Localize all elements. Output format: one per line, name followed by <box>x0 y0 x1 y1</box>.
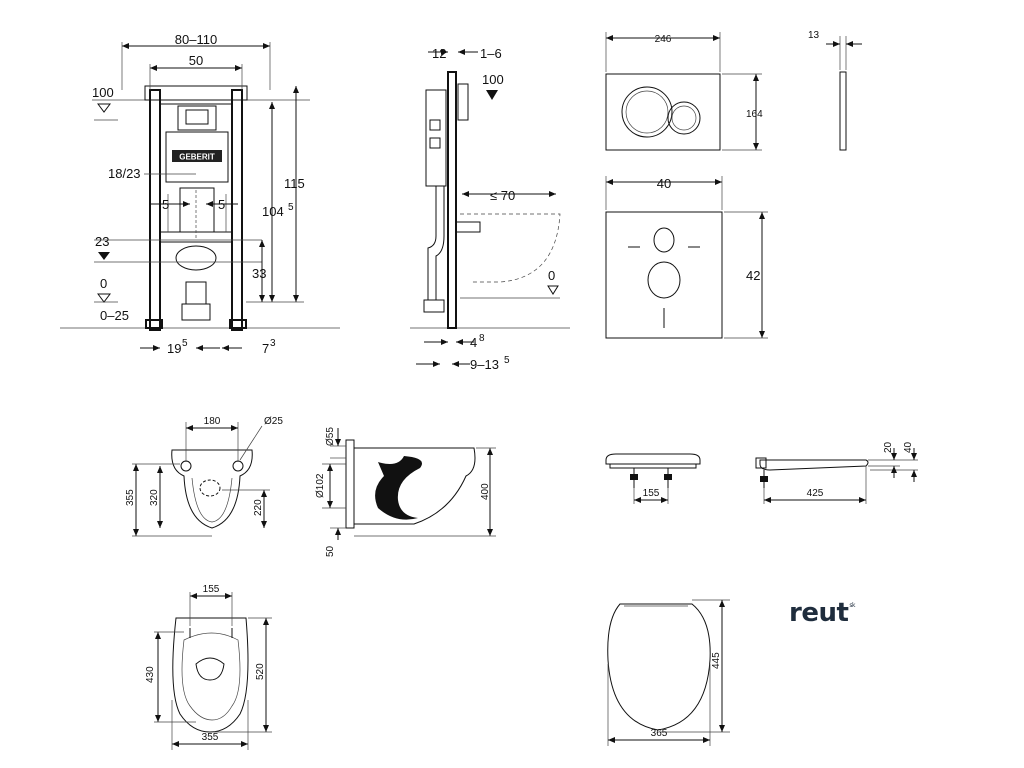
bowl-side-wall <box>345 439 355 529</box>
dim-bottom-range: 9–13 <box>470 357 499 372</box>
svg-text:5: 5 <box>288 202 294 213</box>
wall-bowl-outline <box>460 213 561 283</box>
dim-height-320: 320 <box>149 489 160 506</box>
frame-front-view: GEBERIT 80–110 50 100 115 104 5 18/23 <box>60 32 340 356</box>
reut-logo: reutsk <box>789 598 856 628</box>
bowl-front-view: 180 Ø25 355 320 220 <box>125 416 283 537</box>
dim-h400: 400 <box>480 483 491 500</box>
dim-bolt-diameter: Ø25 <box>264 416 283 427</box>
dim-height-355: 355 <box>125 489 136 506</box>
dim-height-220: 220 <box>253 499 264 516</box>
cistern-top <box>177 105 217 131</box>
dim-seat-length-445: 445 <box>711 652 722 669</box>
dim-height-total: 115 <box>284 176 305 191</box>
dim-side-floor-0: 0 <box>548 268 555 283</box>
dim-d55: Ø55 <box>325 427 336 446</box>
svg-text:5: 5 <box>504 355 510 366</box>
flush-plate-view: 246 164 13 <box>605 30 862 151</box>
dim-hinge-spacing: 155 <box>643 488 660 499</box>
dim-offset-right: 5 <box>218 197 225 212</box>
dim-width-355: 355 <box>202 732 219 743</box>
dim-seat-width-365: 365 <box>651 728 668 739</box>
seat-top-outline <box>607 603 711 731</box>
dim-depth-range: 1–6 <box>480 46 502 61</box>
dim-seat-h40: 40 <box>903 441 914 453</box>
bowl-side-view: Ø55 Ø102 50 400 <box>315 427 496 557</box>
dim-offset-left: 5 <box>162 197 169 212</box>
dim-top-level: 100 <box>92 85 114 100</box>
svg-text:5: 5 <box>182 338 188 349</box>
brand-plate-label: GEBERIT <box>179 153 215 162</box>
dim-side-pipe: 18/23 <box>108 166 141 181</box>
flush-button-small <box>667 101 701 135</box>
dim-top-bolt-spacing: 155 <box>203 584 220 595</box>
sound-pad-view: 40 42 <box>605 176 768 339</box>
bowl-top-outline <box>172 617 249 733</box>
frame-left-upright <box>149 89 161 331</box>
bowl-side-outline <box>354 447 476 525</box>
brand-plate <box>172 150 222 162</box>
dim-height-mid: 104 <box>262 204 284 219</box>
dim-outer-520: 520 <box>255 663 266 680</box>
dim-foot-right: 7 <box>262 341 269 356</box>
flush-plate-side <box>839 71 847 151</box>
dim-inner-430: 430 <box>145 666 156 683</box>
dim-seat-h20: 20 <box>883 441 894 453</box>
seat-front-view: 155 <box>605 453 701 504</box>
seat-front-lid <box>605 453 701 465</box>
frame-side-view: 12 1–6 100 ≤ 70 0 4 8 9–13 5 <box>410 46 570 372</box>
dim-foot-left: 19 <box>167 341 181 356</box>
dim-pad-width: 40 <box>657 176 671 191</box>
dim-bolt-spacing: 180 <box>204 416 221 427</box>
dim-depth-12: 12 <box>432 46 446 61</box>
seat-side-view: 425 20 40 <box>755 441 918 504</box>
dim-width-range: 80–110 <box>175 32 217 47</box>
cistern-body <box>165 131 229 183</box>
flush-button-large <box>621 86 673 138</box>
dim-level-23: 23 <box>95 234 109 249</box>
seat-top-view: 445 365 <box>607 599 730 746</box>
dim-pad-height: 42 <box>746 268 760 283</box>
foot-right <box>229 319 247 329</box>
drain-pipe <box>185 281 207 305</box>
drain-connection <box>175 245 217 271</box>
dim-plate-width: 246 <box>655 34 672 45</box>
dim-d102: Ø102 <box>315 473 326 498</box>
flush-plate <box>605 73 721 151</box>
dim-floor-range: 0–25 <box>100 308 129 323</box>
dim-inner-width: 50 <box>189 53 203 68</box>
dim-h50: 50 <box>325 545 336 557</box>
dim-projection: ≤ 70 <box>490 188 515 203</box>
level-marker-top <box>97 103 111 113</box>
bowl-trap <box>375 456 422 520</box>
foot-left <box>145 319 163 329</box>
dim-drain-33: 33 <box>252 266 266 281</box>
svg-text:3: 3 <box>270 338 276 349</box>
dim-side-top-100: 100 <box>482 72 504 87</box>
side-drain-pipe <box>427 186 437 300</box>
dim-plate-height: 164 <box>746 109 763 120</box>
svg-text:8: 8 <box>479 333 485 344</box>
side-frame-upright <box>447 71 457 329</box>
seat-side-lid <box>759 459 869 471</box>
bowl-top-view: 155 430 520 355 <box>145 584 272 750</box>
bowl-front-outline <box>171 449 253 529</box>
dim-plate-thickness: 13 <box>808 30 820 41</box>
dim-floor-0: 0 <box>100 276 107 291</box>
sound-pad <box>605 211 723 339</box>
frame-right-upright <box>231 89 243 331</box>
dim-bottom-4: 4 <box>470 335 477 350</box>
dim-seat-length: 425 <box>807 488 824 499</box>
